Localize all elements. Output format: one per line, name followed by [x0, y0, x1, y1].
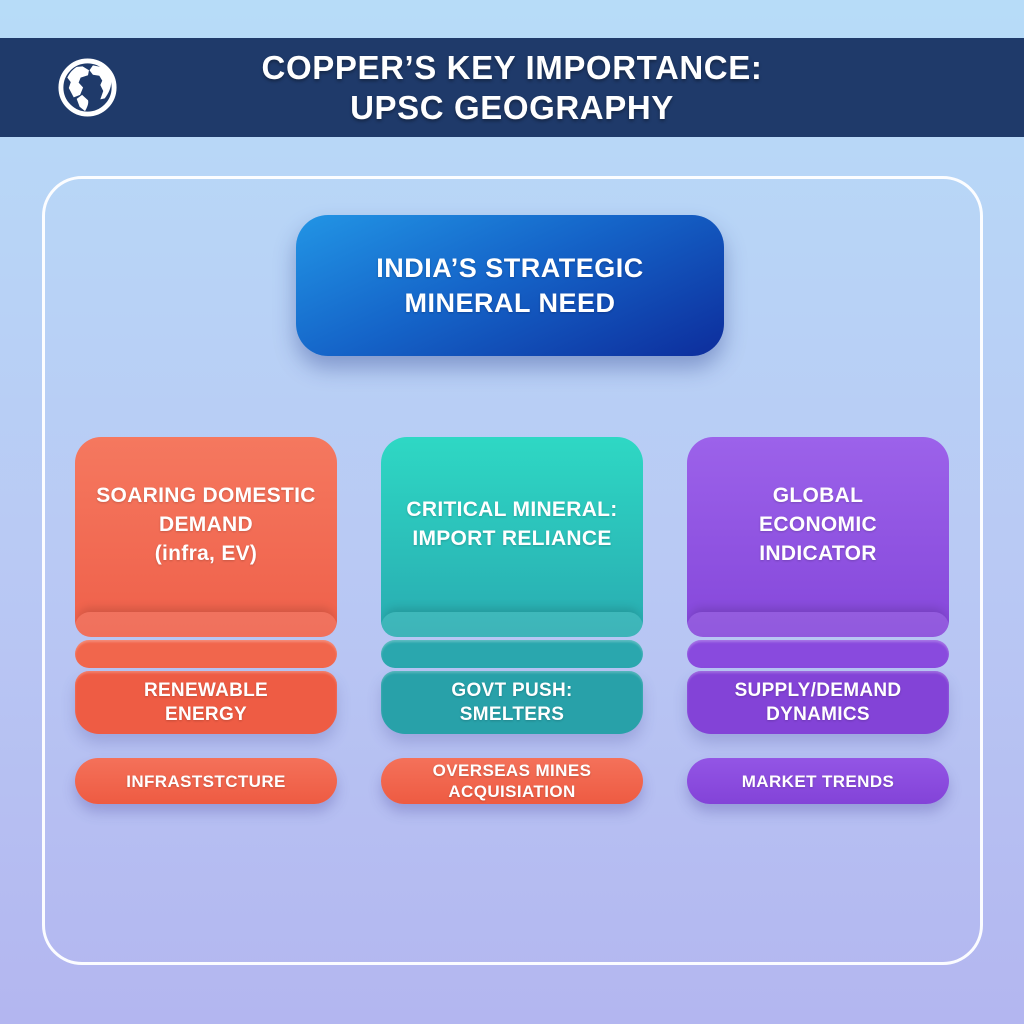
sub-card-supply-demand-dynamics: SUPPLY/DEMAND DYNAMICS: [687, 671, 949, 734]
pill-label-line: MARKET TRENDS: [741, 771, 895, 791]
main-card-title-line: (infra, EV): [154, 541, 258, 565]
main-card-title: GLOBAL ECONOMIC INDICATOR: [759, 481, 877, 568]
main-card-title: CRITICAL MINERAL: IMPORT RELIANCE: [406, 495, 617, 553]
main-card-title-line: GLOBAL: [772, 483, 864, 507]
sub-card-label-line: SUPPLY/DEMAND: [734, 679, 902, 701]
pill-label-line: OVERSEAS MINES: [432, 761, 592, 780]
sub-card-label-line: SMELTERS: [459, 703, 565, 725]
page-title-line1: COPPER’S KEY IMPORTANCE:: [261, 48, 763, 86]
main-card-soaring-domestic-demand: SOARING DOMESTIC DEMAND (infra, EV): [75, 437, 337, 637]
sub-card-label-line: GOVT PUSH:: [451, 679, 573, 701]
header-bar: COPPER’S KEY IMPORTANCE: UPSC GEOGRAPHY: [0, 38, 1024, 137]
pill-label-line: INFRASTSTCTURE: [126, 771, 286, 791]
pill-overseas-mines-acquisition: OVERSEAS MINES ACQUISIATION: [381, 758, 643, 804]
root-node-label-line1: INDIA’S STRATEGIC: [376, 252, 644, 283]
sub-card-label-line: ENERGY: [164, 703, 248, 725]
main-card-global-economic-indicator: GLOBAL ECONOMIC INDICATOR: [687, 437, 949, 637]
sub-card-label-line: RENEWABLE: [143, 679, 269, 701]
column-critical-mineral-import-reliance: CRITICAL MINERAL: IMPORT RELIANCE GOVT P…: [381, 437, 643, 804]
root-node-label-line2: MINERAL NEED: [404, 287, 616, 318]
page-title: COPPER’S KEY IMPORTANCE: UPSC GEOGRAPHY: [262, 48, 763, 128]
pill-infrastructure: INFRASTSTCTURE: [75, 758, 337, 804]
sub-card-renewable-energy: RENEWABLE ENERGY: [75, 671, 337, 734]
sub-card-govt-push-smelters: GOVT PUSH: SMELTERS: [381, 671, 643, 734]
root-node-strategic-mineral-need: INDIA’S STRATEGIC MINERAL NEED: [296, 215, 724, 356]
pill-label-line: ACQUISIATION: [448, 782, 576, 801]
main-card-title: SOARING DOMESTIC DEMAND (infra, EV): [96, 481, 315, 568]
main-card-title-line: IMPORT RELIANCE: [412, 527, 612, 550]
stacked-card-edge: [687, 640, 949, 668]
main-card-title-line: INDICATOR: [759, 541, 877, 565]
main-card-title-line: ECONOMIC: [759, 512, 877, 536]
main-card-title-line: CRITICAL MINERAL:: [406, 498, 618, 521]
sub-card-label-line: DYNAMICS: [766, 703, 870, 725]
column-global-economic-indicator: GLOBAL ECONOMIC INDICATOR SUPPLY/DEMAND …: [687, 437, 949, 804]
main-card-title-line: DEMAND: [159, 512, 253, 536]
main-card-critical-mineral-import-reliance: CRITICAL MINERAL: IMPORT RELIANCE: [381, 437, 643, 637]
globe-icon: [58, 58, 117, 117]
column-soaring-domestic-demand: SOARING DOMESTIC DEMAND (infra, EV) RENE…: [75, 437, 337, 804]
stacked-card-edge: [75, 640, 337, 668]
pill-market-trends: MARKET TRENDS: [687, 758, 949, 804]
main-card-title-line: SOARING DOMESTIC: [96, 483, 316, 507]
stacked-card-edge: [381, 640, 643, 668]
page-title-line2: UPSC GEOGRAPHY: [350, 88, 674, 126]
